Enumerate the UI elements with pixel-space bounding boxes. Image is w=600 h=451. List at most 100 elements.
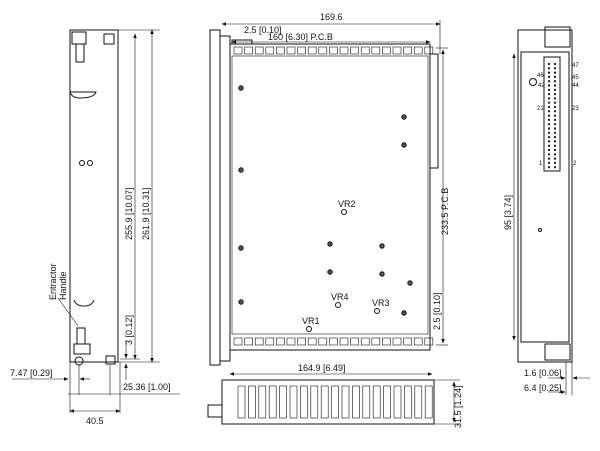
guide-slot [297, 46, 306, 55]
guide-slot [307, 337, 317, 346]
guide-slot [424, 337, 434, 346]
dim-bottom-length: 164.9 [6.49] [298, 363, 346, 373]
pin [553, 67, 557, 70]
pin [547, 153, 551, 156]
pin [547, 75, 551, 78]
top-screw [103, 33, 115, 45]
extractor-label-line1: Entractor [48, 263, 58, 300]
guide-slot [329, 337, 338, 346]
extractor-label-line2: Handle [58, 271, 68, 300]
dim-width: 40.5 [86, 416, 104, 426]
pin [547, 118, 551, 121]
top-latch [544, 26, 571, 48]
pin [547, 161, 551, 164]
fin [320, 385, 329, 419]
guide-slot [265, 337, 275, 346]
board-side-view: 169.6 2.5 [0.10] 160 [6.30] P.C.B 233.5 … [209, 12, 450, 366]
pin [553, 118, 557, 121]
hole-icon [401, 310, 407, 316]
mounting-holes [238, 85, 413, 316]
fin [331, 385, 339, 419]
pin [547, 114, 551, 117]
guide-slot [360, 46, 370, 55]
pin [553, 71, 557, 74]
pin [553, 123, 557, 126]
led-icon [79, 160, 85, 166]
pin [553, 144, 557, 147]
guide-slot [276, 337, 285, 346]
hole-icon [379, 271, 385, 277]
hole-icon [238, 85, 244, 91]
handle-base [73, 343, 91, 355]
guide-slot [339, 46, 349, 55]
hole-icon [238, 299, 244, 305]
pin [553, 84, 557, 87]
guide-slot [392, 337, 402, 346]
guide-slot [318, 46, 328, 55]
pin [547, 80, 551, 83]
guide-slot [276, 46, 285, 55]
pin [547, 144, 551, 147]
pin-label: 45 [572, 75, 579, 81]
pin-label: 2 [573, 161, 577, 167]
dim-inner-height: 255.9 [10.07] [124, 187, 134, 240]
fin [393, 385, 402, 419]
hole-icon [327, 269, 333, 275]
rear-connector-view: 47 46 45 42 44 21 23 1 2 95 [3.74] 1.6 [… [503, 26, 590, 395]
pin [547, 123, 551, 126]
dim-hole-spacing: 25.36 [1.00] [123, 382, 171, 392]
guide-slot [286, 46, 296, 55]
fin [268, 385, 277, 419]
hole-icon [238, 245, 244, 251]
pin [547, 131, 551, 134]
guide-slot [318, 337, 328, 346]
guide-slot [371, 46, 381, 55]
dim-bottom-height: 31.5 [1.24] [453, 385, 463, 428]
connector-pins [547, 62, 557, 169]
pin [553, 62, 557, 66]
dim-pcb-length: 160 [6.30] P.C.B [268, 32, 333, 42]
led-icon [87, 160, 93, 166]
extractor-handle [76, 327, 86, 345]
pcb-outline [229, 43, 431, 351]
guide-slot [382, 337, 391, 346]
pin-label: 21 [537, 106, 544, 112]
board-bottom-view: 164.9 [6.49] 31.5 [1.24] [207, 363, 463, 428]
pin [553, 110, 557, 113]
fin [248, 385, 256, 419]
guide-slot [254, 337, 264, 346]
pin [553, 140, 557, 143]
dim-total-length: 169.6 [320, 12, 343, 22]
pin [547, 62, 551, 66]
fin [310, 385, 319, 419]
bottom-screw [105, 355, 116, 365]
dim-edge: 2.5 [0.10] [244, 25, 282, 35]
dim-pcb-height: 233.5 P.C.B [440, 188, 450, 235]
vr1-label: VR1 [302, 316, 320, 326]
pin [553, 131, 557, 134]
pin [547, 110, 551, 113]
din-connector [543, 56, 561, 172]
pin [547, 148, 551, 152]
pin-label: 1 [539, 161, 543, 167]
fin [289, 385, 298, 419]
pin [553, 75, 557, 78]
hole-icon [401, 114, 407, 120]
pin [553, 97, 557, 100]
pin [547, 67, 551, 70]
top-grip [69, 91, 97, 99]
dim-handle-offset: 7.47 [0.29] [10, 368, 53, 378]
dim-rear-offset: 6.4 [0.25] [524, 383, 562, 393]
pin [547, 140, 551, 143]
top-handle-latch [75, 43, 85, 63]
pin [547, 71, 551, 74]
pin-label: 46 [537, 73, 544, 79]
guide-slot [382, 46, 391, 55]
pin [547, 84, 551, 87]
dim-rear-height: 95 [3.74] [503, 195, 513, 230]
dim-outer-height: 261.9 [10.31] [141, 187, 151, 240]
fin [279, 385, 287, 419]
hole-icon [238, 167, 244, 173]
